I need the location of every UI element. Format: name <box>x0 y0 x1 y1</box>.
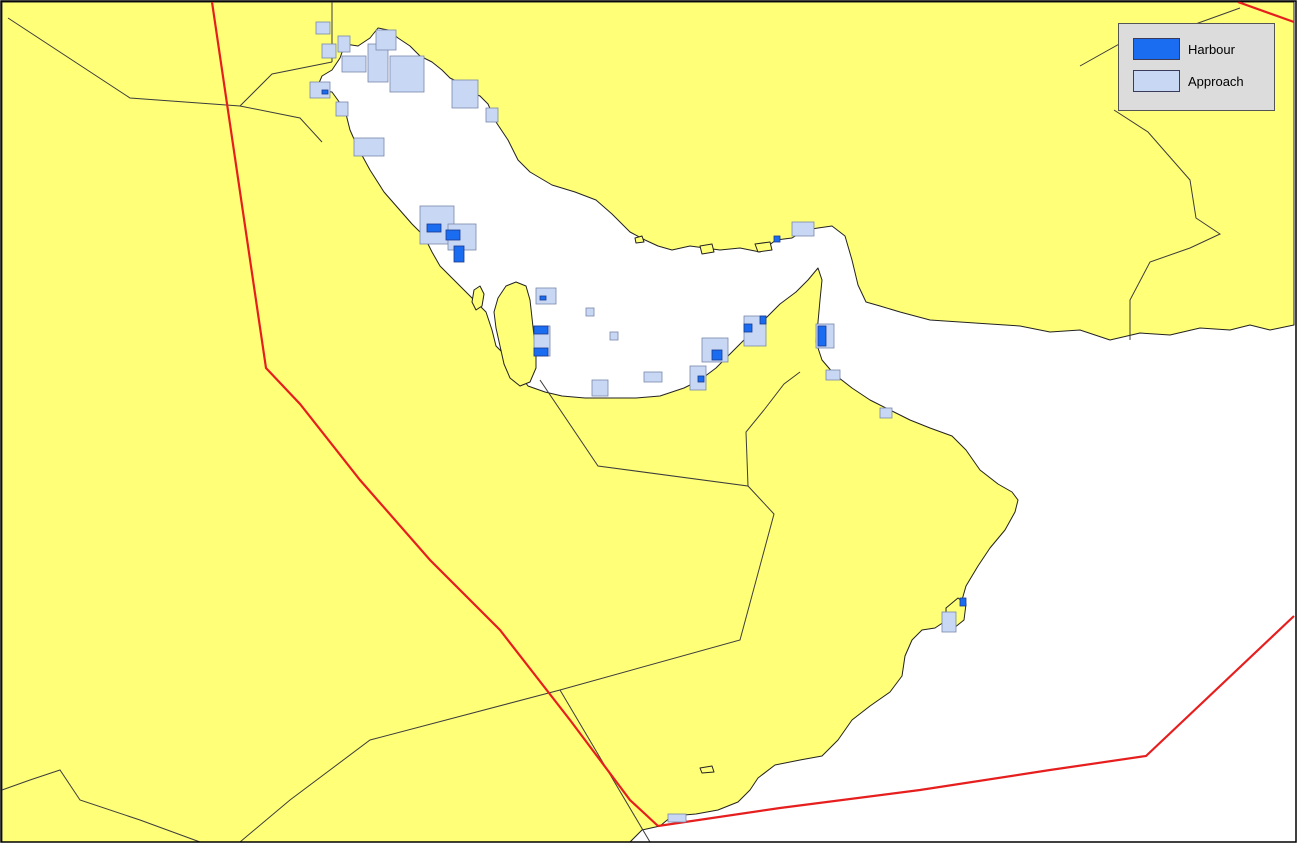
harbour-area[interactable] <box>453 245 465 263</box>
border-line-2 <box>239 61 333 107</box>
approach-area[interactable] <box>451 79 479 109</box>
harbour-areas[interactable] <box>321 89 967 607</box>
map-legend: Harbour Approach <box>1118 23 1275 111</box>
approach-area[interactable] <box>941 611 957 633</box>
land-bahrain <box>471 285 485 311</box>
border-line-4 <box>539 371 801 487</box>
legend-swatch-approach <box>1133 70 1180 92</box>
harbour-area[interactable] <box>533 347 549 357</box>
approach-area[interactable] <box>389 55 425 93</box>
red-boundary-west <box>210 1 659 827</box>
red-boundary-layer <box>210 0 1295 828</box>
harbour-area[interactable] <box>711 349 723 361</box>
approach-area[interactable] <box>353 137 385 157</box>
approach-area[interactable] <box>667 813 687 823</box>
approach-area[interactable] <box>337 35 351 53</box>
border-line-7 <box>1 769 201 843</box>
approach-area[interactable] <box>321 43 337 59</box>
approach-area[interactable] <box>341 55 367 73</box>
harbour-area[interactable] <box>697 375 705 383</box>
red-boundary-south <box>657 615 1295 828</box>
legend-item-approach: Approach <box>1133 70 1244 92</box>
harbour-area[interactable] <box>533 325 549 335</box>
border-line-9 <box>1113 109 1222 340</box>
land-island-south <box>699 765 715 774</box>
legend-swatch-harbour <box>1133 38 1180 60</box>
land-island-2 <box>754 241 773 253</box>
harbour-area[interactable] <box>321 89 329 95</box>
harbour-area[interactable] <box>426 223 442 233</box>
legend-label-harbour: Harbour <box>1188 41 1235 57</box>
harbour-area[interactable] <box>759 315 767 325</box>
harbour-area[interactable] <box>445 229 461 241</box>
approach-area[interactable] <box>791 221 815 237</box>
approach-area[interactable] <box>879 407 893 419</box>
approach-area[interactable] <box>485 107 499 123</box>
approach-area[interactable] <box>643 371 663 383</box>
harbour-area[interactable] <box>743 323 753 333</box>
land-island-1 <box>699 243 715 255</box>
country-borders <box>1 2 1241 843</box>
approach-area[interactable] <box>375 29 397 51</box>
harbour-area[interactable] <box>773 235 781 243</box>
approach-area[interactable] <box>315 21 331 35</box>
approach-area[interactable] <box>825 369 841 381</box>
land-island-3 <box>634 235 645 244</box>
approach-area[interactable] <box>609 331 619 341</box>
red-boundary-north-east <box>1237 0 1295 24</box>
approach-area[interactable] <box>591 379 609 397</box>
land-qatar <box>493 281 537 387</box>
approach-area[interactable] <box>335 101 349 117</box>
legend-item-harbour: Harbour <box>1133 38 1235 60</box>
approach-area[interactable] <box>585 307 595 317</box>
harbour-area[interactable] <box>539 295 547 301</box>
legend-label-approach: Approach <box>1188 73 1244 89</box>
harbour-area[interactable] <box>817 325 827 347</box>
harbour-area[interactable] <box>959 597 967 607</box>
